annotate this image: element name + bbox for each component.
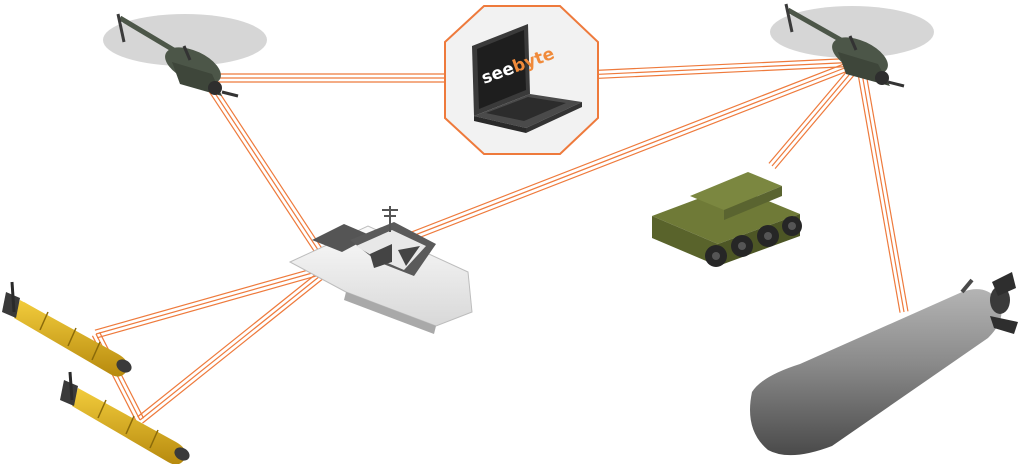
uav-left[interactable] <box>103 13 267 98</box>
helicopter-drone-icon <box>103 13 267 98</box>
armored-vehicle-icon <box>652 172 802 267</box>
auv-upper[interactable] <box>2 281 134 377</box>
link-strand <box>859 61 905 313</box>
link-usv-auv-upper <box>94 263 332 339</box>
link-strand <box>95 267 331 335</box>
auv-lower[interactable] <box>60 371 192 464</box>
ugv[interactable] <box>652 172 802 267</box>
link-strand <box>328 57 859 265</box>
link-strand <box>329 61 861 269</box>
surface-vessel-icon <box>288 206 473 334</box>
torpedo-auv-icon <box>60 371 190 464</box>
link-strand <box>139 267 331 421</box>
link-strand <box>768 59 858 164</box>
link-uav-right-ugv <box>768 59 864 169</box>
link-strand <box>142 270 333 424</box>
control-station[interactable]: seebyte <box>444 5 599 155</box>
link-strand <box>204 77 331 269</box>
link-strand <box>137 264 328 418</box>
usv[interactable] <box>288 206 473 334</box>
link-strand <box>855 62 901 313</box>
torpedo-auv-icon <box>2 281 132 377</box>
link-strand <box>207 75 334 267</box>
uav-right[interactable] <box>770 3 934 88</box>
submarine[interactable] <box>750 272 1018 456</box>
link-uav-left-usv <box>201 75 334 271</box>
link-strand <box>201 79 328 271</box>
link-strand <box>94 263 330 331</box>
helicopter-drone-icon <box>770 3 934 88</box>
communication-links <box>91 57 909 424</box>
link-strand <box>771 61 861 167</box>
submarine-icon <box>750 272 1018 456</box>
laptop-icon: seebyte <box>472 24 582 133</box>
link-strand <box>863 61 909 312</box>
link-strand <box>96 271 332 339</box>
link-strand <box>774 64 864 169</box>
link-uav-right-submarine <box>855 61 909 313</box>
link-usv-auv-lower <box>137 264 333 424</box>
